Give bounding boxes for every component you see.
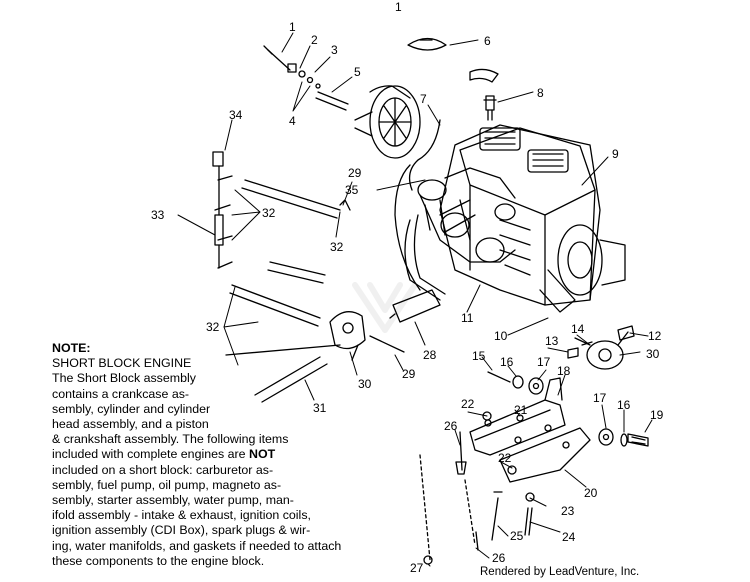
spark-plug (483, 95, 497, 121)
callout-20: 20 (584, 486, 598, 500)
callout-34: 34 (229, 108, 243, 122)
fuel-filter (212, 151, 224, 269)
callout-7: 7 (420, 92, 427, 106)
leader-lines (177, 32, 653, 567)
spark-plug-cap (407, 37, 447, 51)
callout-22-top: 22 (461, 397, 475, 411)
engine-block (439, 124, 626, 313)
recoil-starter-pulley (354, 85, 421, 159)
note-line: sembly, cylinder and cylinder (52, 401, 211, 416)
callout-29-low: 29 (402, 367, 416, 381)
note-line: ignition assembly (CDI Box), spark plugs… (52, 523, 311, 538)
stud-25 (491, 491, 503, 541)
callout-31: 31 (313, 401, 327, 415)
bolt-washer-set-left (487, 371, 544, 395)
callout-9: 9 (612, 147, 619, 161)
washers-22-21 (482, 411, 524, 475)
oil-reservoir (389, 289, 441, 323)
callout-1: 1 (289, 20, 296, 34)
note-line: these components to the engine block. (52, 553, 265, 568)
note-line: & crankshaft assembly. The following ite… (52, 432, 289, 447)
note-line: included with complete engines are NOT (52, 447, 276, 462)
callout-18: 18 (557, 364, 571, 378)
callout-30-left: 30 (358, 377, 372, 391)
callout-33: 33 (151, 208, 165, 222)
stud-26-left (455, 431, 467, 475)
fuel-pump-left (329, 311, 366, 361)
callout-15: 15 (472, 349, 486, 363)
note-line: contains a crankcase as- (52, 386, 190, 401)
callout-30-right: 30 (646, 347, 660, 361)
note-line: ing, water manifolds, and gaskets if nee… (52, 538, 342, 553)
nut-23 (525, 492, 535, 502)
note-line: The Short Block assembly (52, 371, 196, 386)
callout-13: 13 (545, 334, 559, 348)
note-line: head assembly, and a piston (52, 417, 209, 432)
callout-17-left: 17 (537, 355, 551, 369)
callout-2: 2 (311, 33, 318, 47)
callout-26-top: 26 (444, 419, 458, 433)
callout-14: 14 (571, 322, 585, 336)
bolt-24 (524, 507, 533, 536)
leadventure-watermark (352, 282, 418, 333)
callout-8: 8 (537, 86, 544, 100)
dashed-line-2 (464, 479, 476, 546)
callout-5: 5 (354, 65, 361, 79)
callout-6: 6 (484, 34, 491, 48)
callout-32-mid: 32 (330, 240, 344, 254)
fuel-hose-7 (408, 119, 441, 191)
callout-29-top: 29 (348, 166, 362, 180)
page-number: 1 (395, 0, 402, 14)
bolt-washer-set-right (598, 428, 649, 447)
carburetor-assembly (404, 167, 516, 301)
engine-wire-strip (469, 68, 499, 83)
callout-24: 24 (562, 530, 576, 544)
fuel-hose-35 (394, 164, 421, 291)
note-title: NOTE: (52, 341, 91, 355)
nut-27 (423, 555, 433, 565)
note-line: sembly, fuel pump, oil pump, magneto as- (52, 477, 282, 492)
callout-11: 11 (461, 311, 474, 325)
note-heading: SHORT BLOCK ENGINE (52, 356, 192, 371)
callout-35: 35 (345, 183, 359, 197)
stud-26-lower (475, 531, 479, 551)
callout-28: 28 (423, 348, 437, 362)
note-line: sembly, starter assembly, water pump, ma… (52, 493, 294, 508)
note-line: ifold assembly - intake & exhaust, ignit… (52, 508, 311, 523)
fitting-12 (617, 325, 635, 341)
callout-16-right: 16 (617, 398, 631, 412)
callout-26-low: 26 (492, 551, 506, 565)
bolt-set-13-14 (567, 341, 593, 359)
callout-22-low: 22 (498, 451, 512, 465)
hoses-32 (214, 175, 341, 403)
note-line: included on a short block: carburetor as… (52, 462, 274, 477)
callout-27: 27 (410, 561, 424, 575)
callout-16-left: 16 (500, 355, 514, 369)
callout-17-right: 17 (593, 391, 607, 405)
not-emphasis: NOT (249, 447, 276, 462)
short-block-note: NOTE: SHORT BLOCK ENGINE The Short Block… (52, 341, 382, 569)
dashed-line (419, 454, 431, 561)
callout-12: 12 (648, 329, 662, 343)
engine-mount-bracket (469, 377, 591, 483)
starter-shaft (315, 91, 349, 111)
callout-19: 19 (650, 408, 664, 422)
callout-3: 3 (331, 43, 338, 57)
callout-32-left: 32 (206, 320, 220, 334)
callout-10: 10 (494, 329, 508, 343)
callout-25: 25 (510, 529, 524, 543)
callout-23: 23 (561, 504, 575, 518)
callout-4: 4 (289, 114, 296, 128)
starter-handle-parts (263, 45, 321, 89)
hose-clamp-29-top (339, 199, 351, 211)
hose-clamp-29-lower (369, 335, 405, 353)
callout-21: 21 (514, 403, 528, 417)
leadventure-credit: Rendered by LeadVenture, Inc. (480, 566, 640, 578)
callout-32-top: 32 (262, 206, 276, 220)
